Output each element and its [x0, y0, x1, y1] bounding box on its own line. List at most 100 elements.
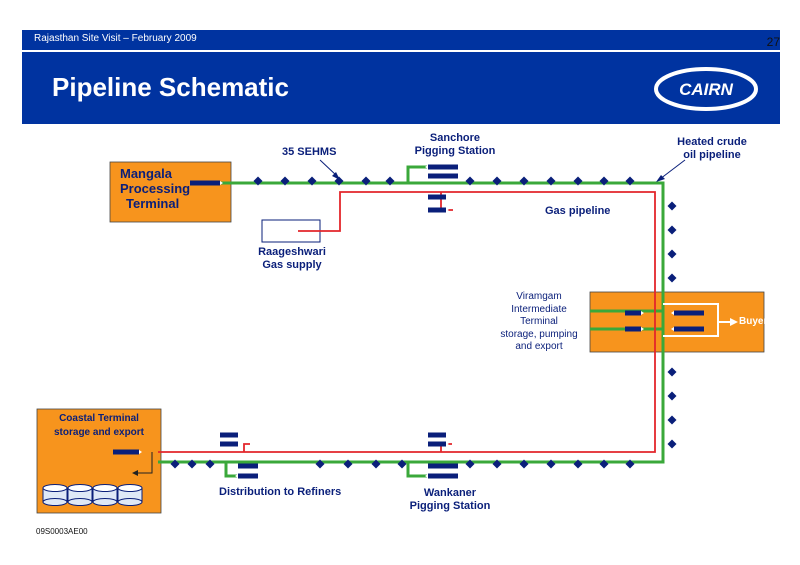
sehms-marker [625, 459, 635, 469]
pig-launcher-tip [446, 433, 449, 437]
mangala-terminal-box [109, 161, 232, 223]
presentation-subtitle: Rajasthan Site Visit – February 2009 [34, 33, 197, 44]
cairn-logo: CAIRN [654, 67, 758, 111]
sehms-marker [546, 176, 556, 186]
pig-launcher-tip [425, 165, 428, 169]
sehms-marker [170, 459, 180, 469]
wankaner-label: Wankaner Pigging Station [390, 487, 510, 513]
pig-launcher [428, 207, 446, 213]
storage-tank-top [67, 484, 93, 492]
raageshwari-line2: Gas supply [262, 259, 322, 271]
sehms-marker [625, 176, 635, 186]
sanchore-label-line2: Pigging Station [414, 145, 496, 157]
pig-launcher-tip [671, 311, 674, 315]
sehms-marker [205, 459, 215, 469]
raageshwari-line1: Raageshwari [258, 246, 326, 258]
coastal-line1: Coastal Terminal [59, 413, 139, 424]
pig-launcher [428, 473, 458, 479]
top-banner: Rajasthan Site Visit – February 2009 [22, 30, 780, 50]
sehms-marker [334, 176, 344, 186]
distribution-label: Distribution to Refiners [219, 486, 342, 498]
sehms-marker [371, 459, 381, 469]
storage-tank-base [92, 498, 118, 506]
sehms-marker [187, 459, 197, 469]
pig-launcher-tip [671, 327, 674, 331]
pig-launcher-tip [235, 464, 238, 468]
sehms-marker [667, 391, 677, 401]
viramgam-line5: and export [515, 341, 563, 352]
pig-launcher-tip [425, 174, 428, 178]
mangala-line1: Mangala [120, 166, 173, 181]
sehms-marker [667, 439, 677, 449]
pig-launcher-tip [238, 433, 241, 437]
storage-tank-top [117, 484, 143, 492]
mangala-label: Mangala Processing Terminal [120, 166, 190, 211]
sehms-marker [667, 415, 677, 425]
storage-tank-base [67, 498, 93, 506]
sehms-marker [667, 273, 677, 283]
storage-tank-top [92, 484, 118, 492]
sehms-marker [667, 249, 677, 259]
pig-launcher [428, 194, 446, 200]
pig-launcher [428, 463, 458, 469]
pig-launcher [428, 173, 458, 179]
sehms-marker [397, 459, 407, 469]
pig-launcher [674, 310, 704, 316]
pig-launcher-tip [446, 195, 449, 199]
cairn-logo-text: CAIRN [679, 80, 734, 99]
buyer-arrow [730, 318, 738, 326]
pig-launcher-tip [446, 442, 449, 446]
sehms-marker [280, 176, 290, 186]
sehms-marker [667, 225, 677, 235]
gas-pipeline-label: Gas pipeline [545, 205, 611, 217]
pig-launcher [428, 432, 446, 438]
viramgam-line1: Viramgam [516, 291, 562, 302]
heated-crude-line2: oil pipeline [683, 149, 741, 161]
sehms-marker [519, 176, 529, 186]
sehms-marker [599, 176, 609, 186]
sehms-marker [573, 176, 583, 186]
sehms-marker [599, 459, 609, 469]
viramgam-line4: storage, pumping [500, 328, 578, 340]
coastal-outlet-line [138, 452, 153, 474]
sehms-marker [385, 176, 395, 186]
sehms-pointer-line [319, 159, 338, 177]
pig-launcher-tip [139, 450, 142, 454]
raageshwari-label: Raageshwari Gas supply [246, 246, 338, 272]
pig-launcher [428, 164, 458, 170]
pig-launcher [238, 473, 258, 479]
title-banner: Pipeline Schematic CAIRN [22, 52, 780, 124]
coastal-line2: storage and export [53, 427, 145, 438]
sehms-pointer-head [332, 172, 340, 180]
heated-crude-line1: Heated crude [677, 136, 747, 148]
pig-launcher [238, 463, 258, 469]
pig-launcher [220, 441, 238, 447]
pig-launcher [625, 326, 641, 332]
sehms-markers [170, 176, 677, 469]
mangala-line3: Terminal [126, 196, 180, 211]
pig-launcher-tip [220, 181, 223, 185]
sehms-marker [465, 176, 475, 186]
sehms-marker [492, 176, 502, 186]
sehms-marker [519, 459, 529, 469]
pig-launcher-tip [641, 311, 644, 315]
pig-launcher [190, 180, 220, 186]
buyer-label: Buyer [739, 316, 768, 327]
page-number: 27 [766, 35, 780, 49]
pig-launcher-tip [446, 208, 449, 212]
sehms-marker [465, 459, 475, 469]
storage-tank-base [117, 498, 143, 506]
mangala-line2: Processing [120, 181, 191, 196]
sehms-marker [667, 201, 677, 211]
wankaner-line2: Pigging Station [409, 500, 491, 512]
pig-launcher [674, 326, 704, 332]
crude-pointer-line [659, 159, 686, 180]
sehms-marker [492, 459, 502, 469]
sehms-marker [573, 459, 583, 469]
crude-pointer-head [656, 175, 665, 182]
sehms-marker [253, 176, 263, 186]
sehms-marker [315, 459, 325, 469]
viramgam-line2: Intermediate [511, 303, 567, 315]
page-title: Pipeline Schematic [52, 72, 289, 102]
coastal-label: Coastal Terminal storage and export [37, 412, 161, 440]
